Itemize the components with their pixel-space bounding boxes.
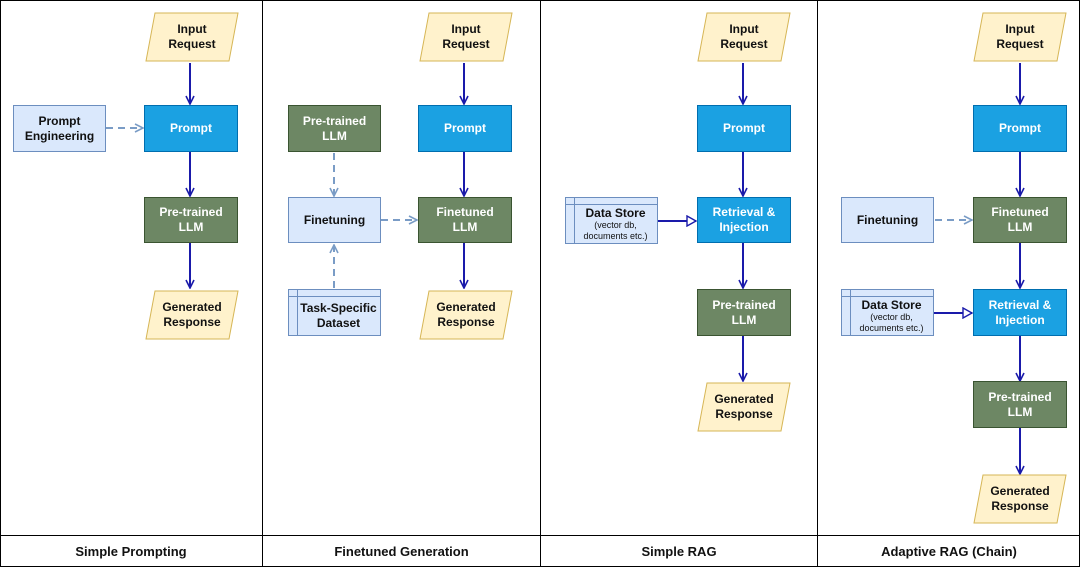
pretrained-llm-2: Pre-trained LLM [288,105,381,152]
pretrained-llm-3: Pre-trained LLM [697,289,791,336]
input-request-2: Input Request [419,12,513,62]
data-store-icon-line [566,204,657,205]
input-request-label: Input Request [720,22,768,51]
panel-title-simple-prompting: Simple Prompting [75,543,187,559]
data-store-3: Data Store (vector db, documents etc.) [565,197,658,244]
finetuned-llm-2: Finetuned LLM [418,197,512,243]
generated-response-2: Generated Response [419,290,513,340]
generated-response-3: Generated Response [697,382,791,432]
prompt-4: Prompt [973,105,1067,152]
dataset-storage-icon-line [289,296,380,297]
data-store-icon [574,198,575,243]
pretrained-llm-4: Pre-trained LLM [973,381,1067,428]
retrieval-injection-4: Retrieval & Injection [973,289,1067,336]
data-store-icon [850,290,851,335]
prompt-1: Prompt [144,105,238,152]
generated-response-label: Generated Response [990,484,1050,513]
data-store-icon-line [842,296,933,297]
data-store-title: Data Store [861,297,922,312]
dataset-storage-icon [297,290,298,335]
input-request-4: Input Request [973,12,1067,62]
task-specific-dataset-2: Task-Specific Dataset [288,289,381,336]
finetuning-4: Finetuning [841,197,934,243]
prompt-2: Prompt [418,105,512,152]
generated-response-1: Generated Response [145,290,239,340]
retrieval-injection-3: Retrieval & Injection [697,197,791,243]
data-store-detail: (vector db, documents etc.) [583,219,648,241]
panel-title-finetuned-generation: Finetuned Generation [334,543,469,559]
input-request-label: Input Request [168,22,216,51]
generated-response-label: Generated Response [436,300,496,329]
dataset-label: Task-Specific Dataset [300,300,377,330]
data-store-detail: (vector db, documents etc.) [859,311,924,333]
data-store-title: Data Store [585,205,646,220]
data-store-4: Data Store (vector db, documents etc.) [841,289,934,336]
input-request-3: Input Request [697,12,791,62]
input-request-label: Input Request [442,22,490,51]
panel-title-adaptive-rag-chain: Adaptive RAG (Chain) [881,543,1017,559]
generated-response-label: Generated Response [162,300,222,329]
pretrained-llm-1: Pre-trained LLM [144,197,238,243]
generated-response-4: Generated Response [973,474,1067,524]
finetuning-2: Finetuning [288,197,381,243]
generated-response-label: Generated Response [714,392,774,421]
input-request-1: Input Request [145,12,239,62]
prompt-3: Prompt [697,105,791,152]
prompt-engineering-1: Prompt Engineering [13,105,106,152]
panel-title-simple-rag: Simple RAG [641,543,717,559]
finetuned-llm-4: Finetuned LLM [973,197,1067,243]
input-request-label: Input Request [996,22,1044,51]
